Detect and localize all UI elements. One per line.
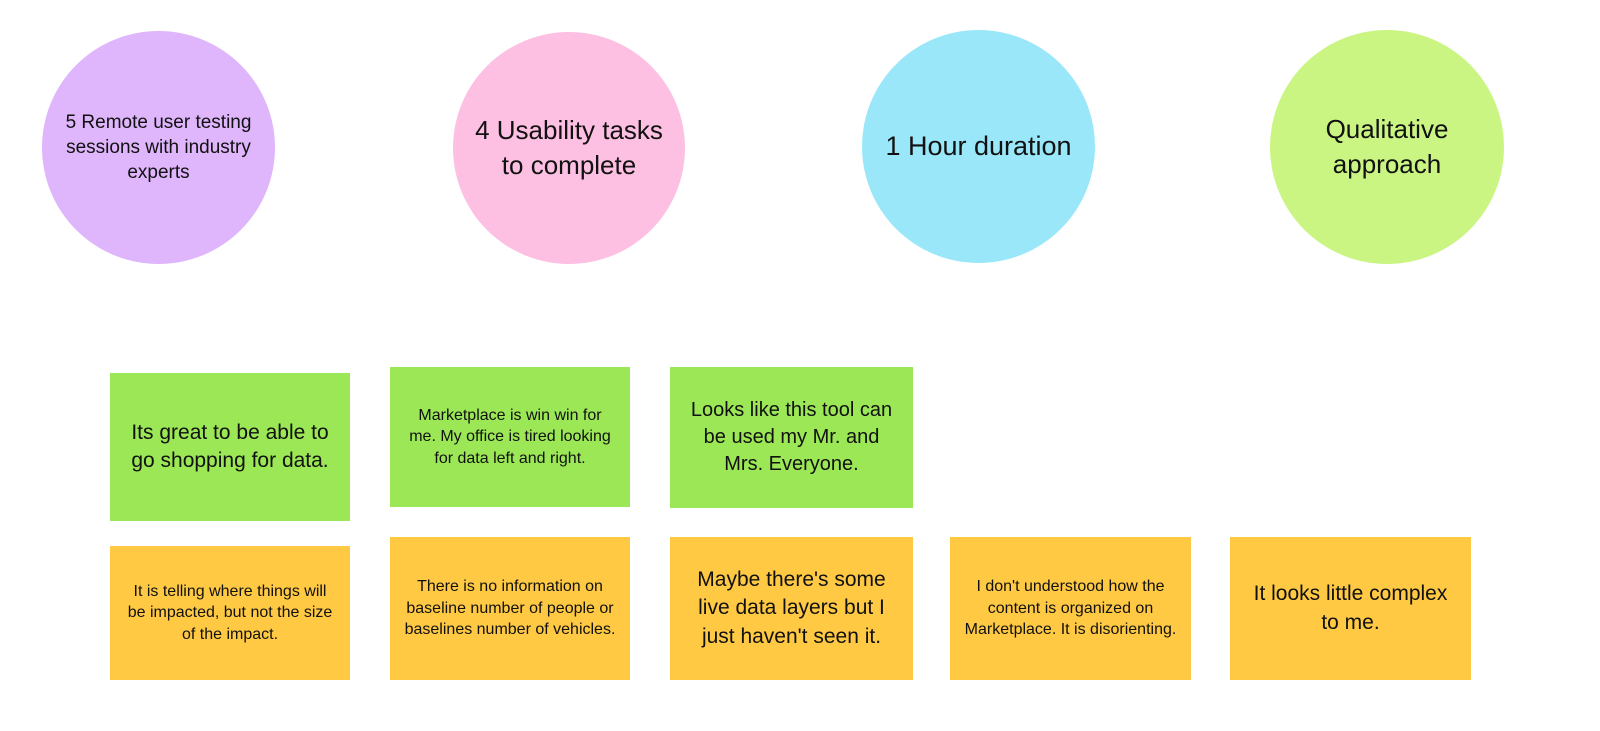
- stat-bubble-remote-sessions: 5 Remote user testing sessions with indu…: [42, 31, 275, 264]
- positive-note-card: Its great to be able to go shopping for …: [110, 373, 350, 521]
- note-text: Its great to be able to go shopping for …: [131, 420, 329, 472]
- negative-note-card: I don't understood how the content is or…: [950, 537, 1191, 680]
- stat-bubble-session-duration: 1 Hour duration: [862, 30, 1095, 263]
- positive-note-card: Looks like this tool can be used my Mr. …: [670, 367, 913, 508]
- note-text: Marketplace is win win for me. My office…: [409, 406, 611, 467]
- negative-note-card: It looks little complex to me.: [1230, 537, 1471, 680]
- note-text: There is no information on baseline numb…: [404, 578, 616, 639]
- note-text: I don't understood how the content is or…: [964, 578, 1177, 639]
- stat-bubble-label: Qualitative approach: [1325, 114, 1449, 179]
- stat-bubble-label: 5 Remote user testing sessions with indu…: [65, 111, 252, 184]
- negative-note-card: There is no information on baseline numb…: [390, 537, 630, 680]
- note-text: It looks little complex to me.: [1253, 582, 1448, 634]
- negative-note-card: It is telling where things will be impac…: [110, 546, 350, 680]
- stat-bubble-label: 4 Usability tasks to complete: [475, 115, 663, 180]
- note-text: It is telling where things will be impac…: [127, 582, 333, 643]
- negative-note-card: Maybe there's some live data layers but …: [670, 537, 913, 680]
- positive-note-card: Marketplace is win win for me. My office…: [390, 367, 630, 507]
- stat-bubble-label: 1 Hour duration: [885, 130, 1072, 161]
- stat-bubble-research-approach: Qualitative approach: [1270, 30, 1504, 264]
- note-text: Maybe there's some live data layers but …: [697, 567, 886, 648]
- stat-bubble-usability-tasks: 4 Usability tasks to complete: [453, 32, 685, 264]
- note-text: Looks like this tool can be used my Mr. …: [690, 399, 893, 475]
